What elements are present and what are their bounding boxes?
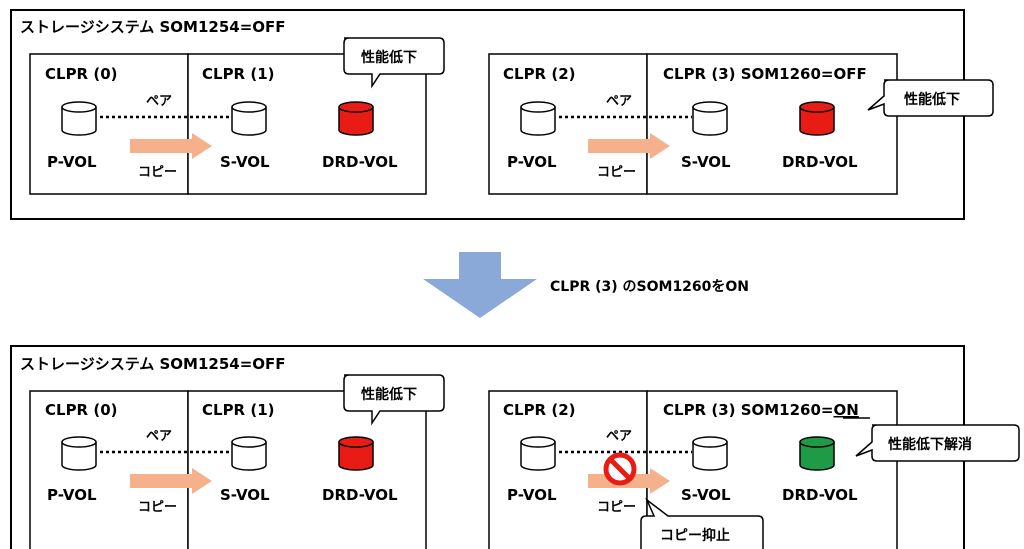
drd-vol-cylinder-degraded (338, 436, 374, 471)
clpr-0-label: CLPR (0) (45, 401, 117, 419)
clpr-2-label: CLPR (2) (503, 65, 575, 83)
callout-text: 性能低下 (361, 49, 417, 66)
p-vol-cylinder (61, 436, 97, 471)
drd-vol-label: DRD-VOL (782, 153, 858, 171)
clpr-3-box (646, 53, 898, 195)
storage-system-label: ストレージシステム SOM1254=OFF (20, 355, 286, 373)
som1260-on-value: ON (834, 401, 859, 419)
callout-degraded: 性能低下 (343, 374, 445, 426)
clpr-3-box (646, 390, 898, 549)
s-vol-cylinder (231, 101, 267, 136)
copy-arrow (130, 468, 212, 494)
pair-label: ペア (606, 429, 632, 444)
copy-label-bg (137, 161, 185, 179)
pair-label: ペア (146, 429, 172, 444)
callout-text: 性能低下 (904, 91, 960, 108)
copy-label-bg (596, 161, 644, 179)
pair-label: ペア (606, 94, 632, 109)
s-vol-label: S-VOL (220, 486, 270, 504)
copy-label-bg (137, 496, 185, 514)
drd-vol-label: DRD-VOL (322, 486, 398, 504)
callout-text: コピー抑止 (660, 527, 730, 544)
p-vol-label: P-VOL (507, 486, 557, 504)
copy-label: コピー (597, 500, 636, 515)
callout-recovered: 性能低下解消 (855, 424, 1020, 462)
transition-label: CLPR (3) のSOM1260をON (550, 279, 749, 295)
callout-degraded: 性能低下 (343, 37, 445, 89)
copy-label: コピー (138, 500, 177, 515)
callout-degraded: 性能低下 (867, 79, 994, 117)
s-vol-label: S-VOL (681, 486, 731, 504)
clpr-1-box (187, 390, 427, 549)
drd-vol-cylinder-degraded (338, 101, 374, 136)
p-vol-cylinder (61, 101, 97, 136)
panel-before: ストレージシステム SOM1254=OFF CLPR (0) CLPR (1) … (10, 9, 994, 220)
p-vol-cylinder (520, 436, 556, 471)
drd-vol-label: DRD-VOL (782, 486, 858, 504)
s-vol-label: S-VOL (681, 153, 731, 171)
clpr-3-label: CLPR (3) SOM1260=OFF (663, 65, 867, 83)
panel-after: ストレージシステム SOM1254=OFF CLPR (0) CLPR (1) … (10, 345, 1020, 549)
callout-copy-prohibit: コピー抑止 (640, 497, 764, 549)
copy-label: コピー (138, 165, 177, 180)
drd-vol-label: DRD-VOL (322, 153, 398, 171)
drd-vol-cylinder-degraded (799, 101, 835, 136)
s-vol-cylinder (231, 436, 267, 471)
pair-label: ペア (146, 94, 172, 109)
clpr-1-box (187, 53, 427, 195)
p-vol-label: P-VOL (47, 153, 97, 171)
callout-text: 性能低下解消 (888, 436, 972, 453)
copy-arrow (130, 133, 212, 159)
copy-label: コピー (597, 165, 636, 180)
clpr-3-label: CLPR (3) SOM1260=ON (663, 401, 859, 419)
clpr-2-label: CLPR (2) (503, 401, 575, 419)
clpr-1-label: CLPR (1) (202, 401, 274, 419)
s-vol-cylinder (692, 436, 728, 471)
callout-text: 性能低下 (361, 386, 417, 403)
clpr-0-label: CLPR (0) (45, 65, 117, 83)
storage-system-label: ストレージシステム SOM1254=OFF (20, 18, 286, 36)
p-vol-label: P-VOL (507, 153, 557, 171)
s-vol-cylinder (692, 101, 728, 136)
s-vol-label: S-VOL (220, 153, 270, 171)
clpr-1-label: CLPR (1) (202, 65, 274, 83)
drd-vol-cylinder-recovered (799, 436, 835, 471)
p-vol-cylinder (520, 101, 556, 136)
copy-label-bg (596, 496, 644, 514)
copy-arrow (588, 133, 670, 159)
transition-arrow (423, 252, 537, 318)
prohibit-icon (603, 452, 637, 486)
p-vol-label: P-VOL (47, 486, 97, 504)
